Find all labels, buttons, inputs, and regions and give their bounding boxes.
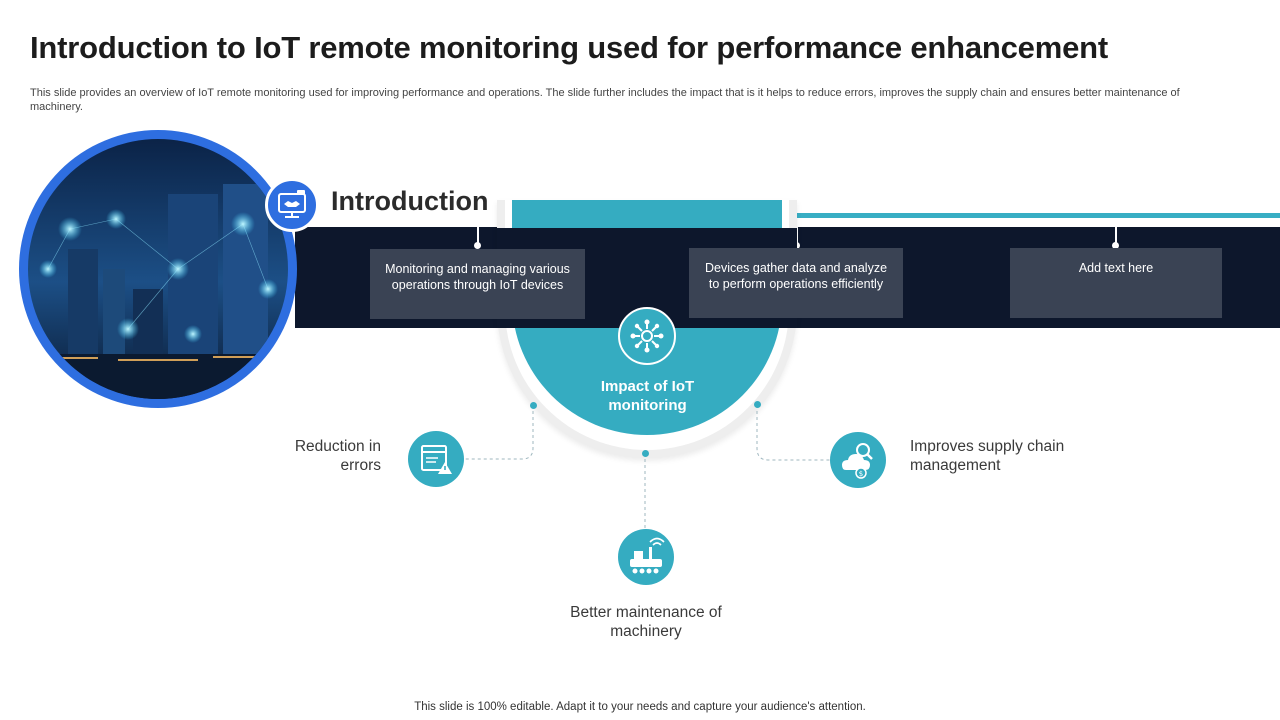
anchor-dot xyxy=(530,402,537,409)
footer-note: This slide is 100% editable. Adapt it to… xyxy=(414,701,866,713)
card-connector-dot xyxy=(474,242,481,249)
anchor-dot xyxy=(754,401,761,408)
card-connector xyxy=(1115,227,1117,245)
impact-label: Impact of IoT monitoring xyxy=(600,378,695,414)
card-connector xyxy=(796,227,798,245)
page-title: Introduction to IoT remote monitoring us… xyxy=(30,30,1108,65)
monitor-handshake-icon xyxy=(265,178,319,232)
error-window-icon xyxy=(408,431,464,487)
accent-line xyxy=(577,213,1280,218)
intro-card-3: Add text here xyxy=(1010,248,1222,318)
leaf-label-errors: Reduction in errors xyxy=(294,438,381,474)
network-hub-icon xyxy=(618,307,676,365)
card-connector xyxy=(477,227,479,245)
leaf-label-machinery: Better maintenance of machinery xyxy=(570,604,722,640)
intro-heading: Introduction xyxy=(331,186,489,216)
cloud-search-dollar-icon: $ xyxy=(830,432,886,488)
intro-card-1: Monitoring and managing various operatio… xyxy=(370,249,585,319)
svg-text:$: $ xyxy=(859,470,863,478)
intro-card-2: Devices gather data and analyze to perfo… xyxy=(689,248,903,318)
smart-city-iot-photo xyxy=(28,139,288,399)
card-connector-dot xyxy=(1112,242,1119,249)
page-subtitle: This slide provides an overview of IoT r… xyxy=(30,87,1180,113)
iot-machine-icon xyxy=(618,529,674,585)
leaf-label-supply-chain: Improves supply chain management xyxy=(910,438,1065,474)
anchor-dot xyxy=(642,450,649,457)
